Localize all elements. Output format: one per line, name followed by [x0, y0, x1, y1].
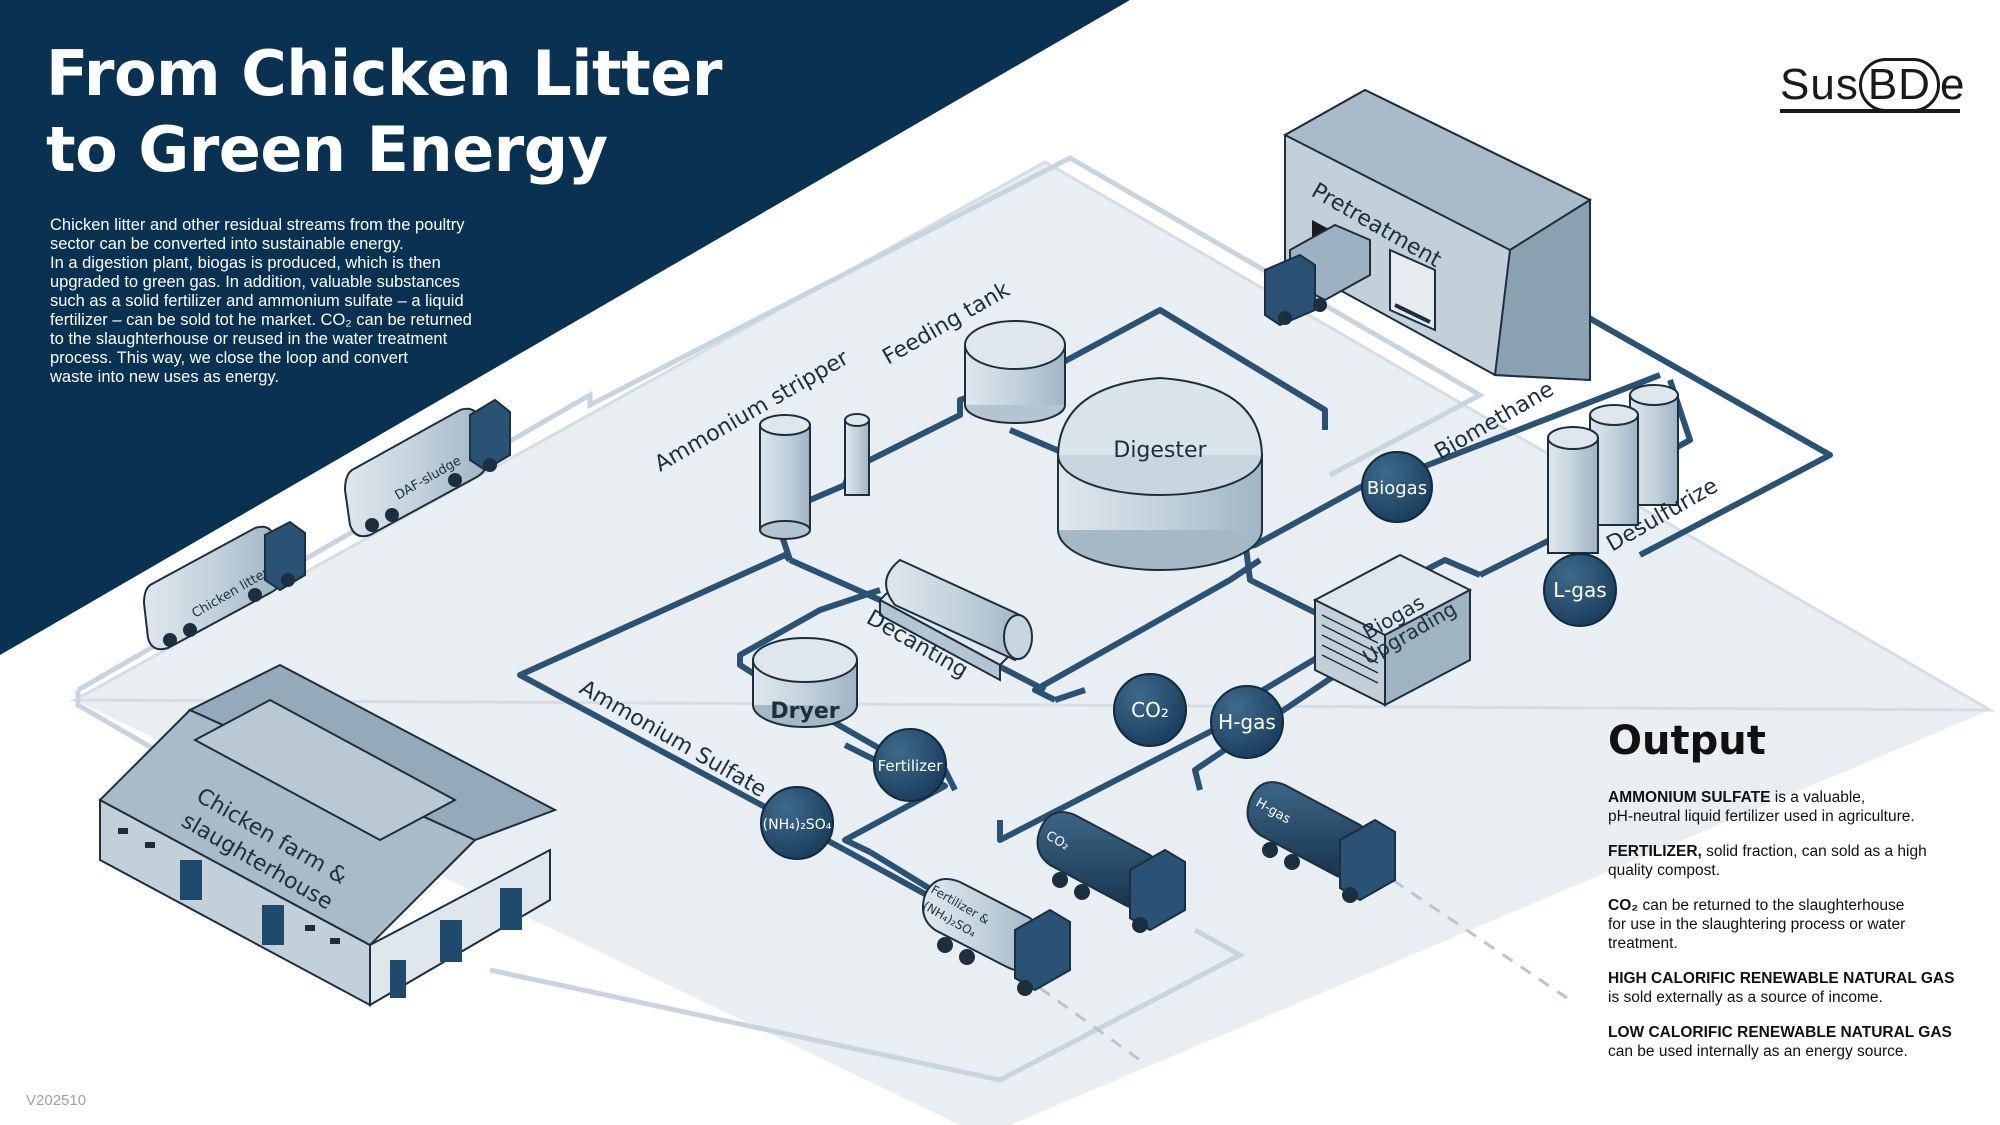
svg-text:H-gas: H-gas [1218, 710, 1276, 734]
header-background [0, 0, 1130, 655]
truck-daf-sludge [343, 398, 511, 538]
output-item-high-calorific-gas: HIGH CALORIFIC RENEWABLE NATURAL GAS is … [1608, 970, 1955, 1006]
biogas-upgrading-unit [1312, 553, 1473, 707]
output-item-low-calorific-gas: LOW CALORIFIC RENEWABLE NATURAL GAS can … [1608, 1024, 1952, 1060]
dryer-label: Dryer [770, 699, 839, 724]
platform-edge [69, 160, 1996, 712]
chicken-farm-building [98, 663, 558, 1007]
logo-underline [1780, 109, 1960, 113]
intro-text: Chicken litter and other residual stream… [50, 216, 520, 387]
ammonium-stripper [759, 413, 870, 540]
version-label: V202510 [26, 1092, 87, 1109]
digester [1057, 376, 1263, 571]
intro-line: Chicken litter and other residual stream… [50, 216, 465, 234]
truck-chicken-litter [142, 520, 306, 651]
svg-text:Biogas: Biogas [1367, 478, 1427, 499]
truck-hgas [1246, 781, 1396, 903]
badge-co2: CO₂ [1113, 673, 1187, 747]
svg-text:L-gas: L-gas [1553, 578, 1606, 602]
intro-line: sector can be converted into sustainable… [50, 235, 404, 253]
page-title: From Chicken Litter to Green Energy [46, 36, 746, 188]
feeding-tank [964, 320, 1066, 424]
dryer [752, 637, 858, 728]
intro-line: such as a solid fertilizer and ammonium … [50, 292, 464, 310]
digester-label: Digester [1113, 438, 1207, 463]
output-item-co2: CO₂ can be returned to the slaughterhous… [1608, 897, 1906, 952]
svg-text:CO₂: CO₂ [1131, 698, 1169, 722]
svg-text:Fertilizer: Fertilizer [878, 757, 944, 775]
output-panel: Output AMMONIUM SULFATE is a valuable, p… [1608, 718, 1988, 1077]
pretreatment-truck [1264, 223, 1371, 327]
intro-line: waste into new uses as energy. [50, 368, 279, 386]
output-item-ammonium-sulfate: AMMONIUM SULFATE is a valuable, pH-neutr… [1608, 789, 1915, 825]
intro-line: process. This way, we close the loop and… [50, 349, 408, 367]
platform [75, 162, 1990, 1125]
badge-ammonium-sulfate: (NH₄)₂SO₄ [760, 786, 834, 860]
svg-text:(NH₄)₂SO₄: (NH₄)₂SO₄ [763, 817, 832, 833]
decanting-unit [878, 558, 1033, 682]
badge-lgas: L-gas [1543, 553, 1617, 627]
badge-biogas: Biogas [1361, 451, 1433, 523]
desulfurize-tanks [1547, 384, 1679, 554]
truck-co2 [1036, 811, 1186, 933]
title-line-2: to Green Energy [46, 113, 608, 186]
output-item-fertilizer: FERTILIZER, solid fraction, can sold as … [1608, 843, 1927, 879]
output-heading: Output [1608, 718, 1766, 764]
intro-line: In a digestion plant, biogas is produced… [50, 254, 441, 272]
exit-dashes [1039, 866, 1571, 1062]
truck-fertilizer [922, 878, 1071, 996]
title-line-1: From Chicken Litter [46, 37, 722, 110]
intro-line: upgraded to green gas. In addition, valu… [50, 273, 461, 291]
intro-line: fertilizer – can be sold tot he market. … [50, 311, 472, 329]
badge-hgas: H-gas [1210, 685, 1284, 759]
badge-fertilizer: Fertilizer [873, 728, 947, 802]
intro-line: to the slaughterhouse or reused in the w… [50, 330, 448, 348]
